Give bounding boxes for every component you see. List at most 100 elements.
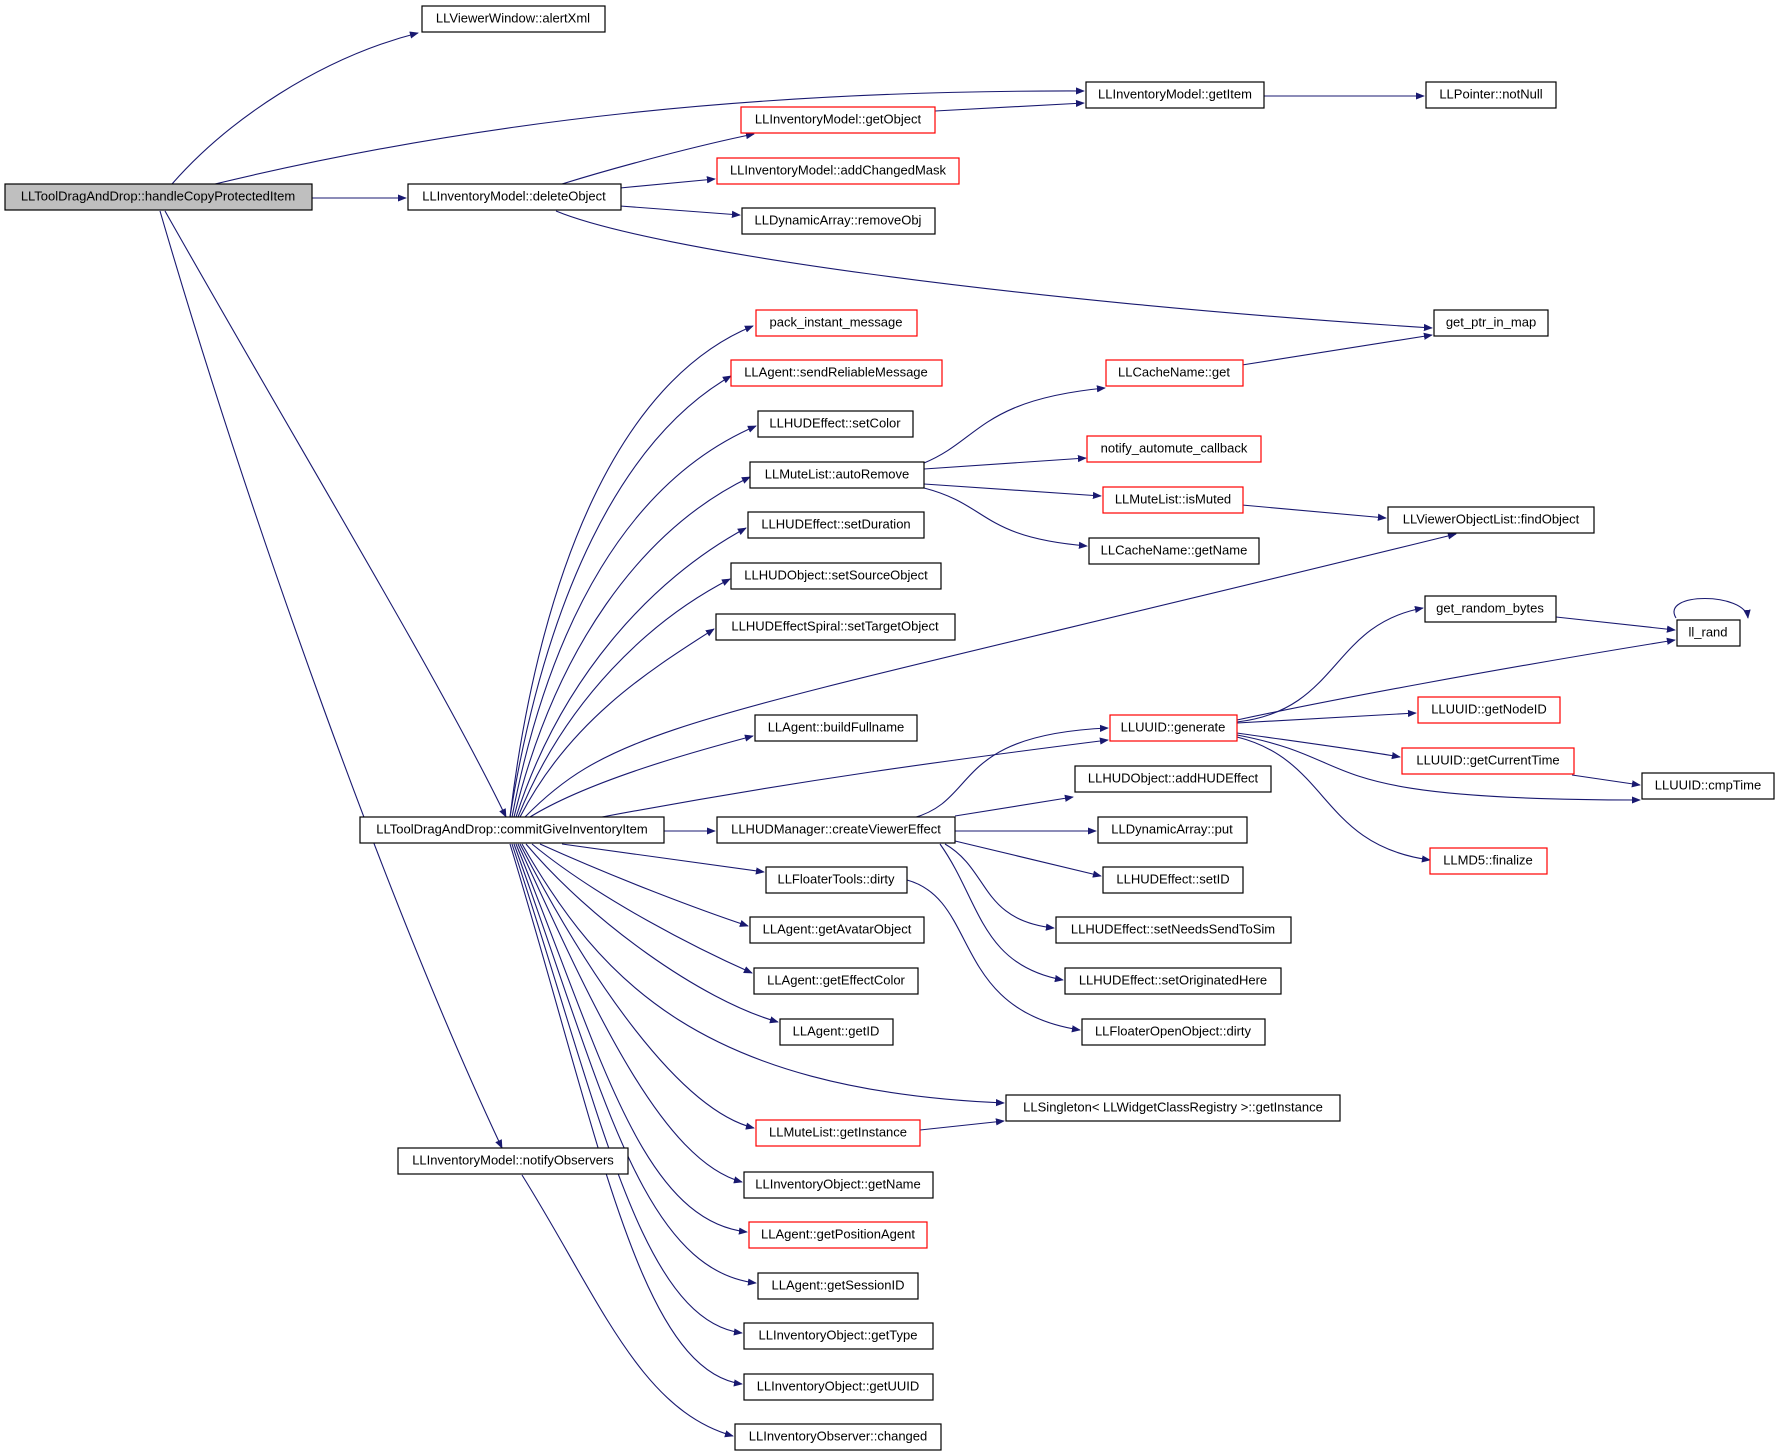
node-send-reliable-message[interactable]: LLAgent::sendReliableMessage xyxy=(730,359,943,387)
edge xyxy=(521,1174,734,1438)
node-floater-open-object-dirty[interactable]: LLFloaterOpenObject::dirty xyxy=(1081,1018,1266,1046)
node-finalize[interactable]: LLMD5::finalize xyxy=(1429,847,1548,875)
edge xyxy=(515,527,747,818)
node-ll-rand[interactable]: ll_rand xyxy=(1676,619,1741,647)
edge xyxy=(954,794,1074,817)
node-set-color[interactable]: LLHUDEffect::setColor xyxy=(757,410,914,438)
node-layer: LLToolDragAndDrop::handleCopyProtectedIt… xyxy=(4,5,1775,1451)
node-add-hud-effect[interactable]: LLHUDObject::addHUDEffect xyxy=(1074,765,1272,793)
node-label: LLViewerObjectList::findObject xyxy=(1403,511,1580,526)
node-label: LLDynamicArray::removeObj xyxy=(755,212,922,227)
node-label: LLInventoryModel::notifyObservers xyxy=(412,1152,614,1167)
edge xyxy=(923,454,1087,470)
edge xyxy=(525,843,779,1024)
node-generate[interactable]: LLUUID::generate xyxy=(1109,714,1238,742)
node-label: LLCacheName::getName xyxy=(1101,542,1248,557)
node-mute-list-get-instance[interactable]: LLMuteList::getInstance xyxy=(755,1119,921,1147)
edge xyxy=(513,843,757,1286)
edge xyxy=(934,99,1085,112)
node-set-id[interactable]: LLHUDEffect::setID xyxy=(1102,866,1244,894)
node-label: LLMuteList::autoRemove xyxy=(765,466,910,481)
node-label: LLUUID::getCurrentTime xyxy=(1416,752,1559,767)
node-cache-get[interactable]: LLCacheName::get xyxy=(1105,359,1244,387)
node-is-muted[interactable]: LLMuteList::isMuted xyxy=(1102,486,1244,514)
node-find-object[interactable]: LLViewerObjectList::findObject xyxy=(1387,506,1595,534)
node-delete-object[interactable]: LLInventoryModel::deleteObject xyxy=(407,183,622,211)
node-commit-give-inventory-item[interactable]: LLToolDragAndDrop::commitGiveInventoryIt… xyxy=(359,816,665,844)
node-get-object[interactable]: LLInventoryModel::getObject xyxy=(740,106,936,134)
edge xyxy=(509,375,732,818)
node-add-changed-mask[interactable]: LLInventoryModel::addChangedMask xyxy=(716,157,960,185)
edge xyxy=(511,425,757,818)
node-label: get_random_bytes xyxy=(1436,600,1544,615)
node-get-session-id[interactable]: LLAgent::getSessionID xyxy=(757,1272,919,1300)
node-remove-obj[interactable]: LLDynamicArray::removeObj xyxy=(741,207,936,235)
node-set-originated-here[interactable]: LLHUDEffect::setOriginatedHere xyxy=(1064,967,1282,995)
node-alert-xml[interactable]: LLViewerWindow::alertXml xyxy=(421,5,606,33)
node-get-id[interactable]: LLAgent::getID xyxy=(779,1018,894,1046)
node-create-viewer-effect[interactable]: LLHUDManager::createViewerEffect xyxy=(716,816,956,844)
node-auto-remove[interactable]: LLMuteList::autoRemove xyxy=(749,461,925,489)
edge xyxy=(164,210,507,818)
edge xyxy=(517,843,743,1184)
node-label: notify_automute_callback xyxy=(1101,440,1248,455)
node-pack-instant-message[interactable]: pack_instant_message xyxy=(755,309,918,337)
edge xyxy=(1241,332,1433,366)
node-label: LLViewerWindow::alertXml xyxy=(436,10,590,25)
node-singleton-get-instance[interactable]: LLSingleton< LLWidgetClassRegistry >::ge… xyxy=(1005,1094,1341,1122)
edge xyxy=(939,843,1064,983)
edge xyxy=(601,737,1109,818)
node-changed[interactable]: LLInventoryObserver::changed xyxy=(734,1423,942,1451)
node-get-avatar-object[interactable]: LLAgent::getAvatarObject xyxy=(749,916,925,944)
edge xyxy=(529,734,754,818)
node-get-position-agent[interactable]: LLAgent::getPositionAgent xyxy=(748,1221,928,1249)
edge xyxy=(555,210,1433,332)
node-label: get_ptr_in_map xyxy=(1446,314,1536,329)
node-cmp-time[interactable]: LLUUID::cmpTime xyxy=(1641,772,1775,800)
edge xyxy=(1555,616,1676,633)
node-label: LLInventoryObject::getUUID xyxy=(757,1378,920,1393)
node-set-source-object[interactable]: LLHUDObject::setSourceObject xyxy=(730,562,942,590)
node-get-node-id[interactable]: LLUUID::getNodeID xyxy=(1417,696,1561,724)
node-notify-automute-callback[interactable]: notify_automute_callback xyxy=(1086,435,1262,463)
edge xyxy=(919,1118,1005,1131)
node-get-ptr-in-map[interactable]: get_ptr_in_map xyxy=(1433,309,1549,337)
node-label: LLAgent::buildFullname xyxy=(768,719,905,734)
node-label: LLDynamicArray::put xyxy=(1111,821,1233,836)
node-cache-get-name[interactable]: LLCacheName::getName xyxy=(1088,537,1260,565)
node-get-random-bytes[interactable]: get_random_bytes xyxy=(1424,595,1557,623)
edge xyxy=(519,843,755,1130)
node-get-type[interactable]: LLInventoryObject::getType xyxy=(743,1322,934,1350)
node-label: LLAgent::sendReliableMessage xyxy=(744,364,928,379)
node-get-effect-color[interactable]: LLAgent::getEffectColor xyxy=(753,967,919,995)
node-label: LLFloaterOpenObject::dirty xyxy=(1095,1023,1252,1038)
node-set-needs-send-to-sim[interactable]: LLHUDEffect::setNeedsSendToSim xyxy=(1055,916,1292,944)
node-label: LLUUID::generate xyxy=(1121,719,1226,734)
node-floater-tools-dirty[interactable]: LLFloaterTools::dirty xyxy=(765,866,908,894)
node-notify-observers[interactable]: LLInventoryModel::notifyObservers xyxy=(397,1147,629,1175)
node-not-null[interactable]: LLPointer::notNull xyxy=(1425,81,1557,109)
node-get-current-time[interactable]: LLUUID::getCurrentTime xyxy=(1401,747,1575,775)
node-label: LLInventoryObject::getType xyxy=(759,1327,918,1342)
node-label: LLInventoryModel::getObject xyxy=(755,111,922,126)
node-get-uuid[interactable]: LLInventoryObject::getUUID xyxy=(743,1373,934,1401)
node-label: LLInventoryObserver::changed xyxy=(749,1428,928,1443)
node-label: LLHUDEffect::setOriginatedHere xyxy=(1079,972,1267,987)
node-label: LLInventoryModel::deleteObject xyxy=(422,188,606,203)
node-inventory-object-get-name[interactable]: LLInventoryObject::getName xyxy=(743,1171,934,1199)
node-label: ll_rand xyxy=(1688,624,1727,639)
node-build-fullname[interactable]: LLAgent::buildFullname xyxy=(754,714,918,742)
edge xyxy=(1236,732,1401,760)
edge xyxy=(513,476,751,818)
edge xyxy=(214,87,1085,185)
node-put[interactable]: LLDynamicArray::put xyxy=(1097,816,1248,844)
node-label: LLToolDragAndDrop::handleCopyProtectedIt… xyxy=(21,188,295,203)
node-get-item[interactable]: LLInventoryModel::getItem xyxy=(1085,81,1265,109)
edge xyxy=(511,843,743,1336)
node-label: LLAgent::getID xyxy=(793,1023,880,1038)
node-handle-copy-protected-item[interactable]: LLToolDragAndDrop::handleCopyProtectedIt… xyxy=(4,183,313,211)
edge xyxy=(517,578,731,818)
node-set-target-object[interactable]: LLHUDEffectSpiral::setTargetObject xyxy=(715,613,956,641)
node-set-duration[interactable]: LLHUDEffect::setDuration xyxy=(747,511,925,539)
